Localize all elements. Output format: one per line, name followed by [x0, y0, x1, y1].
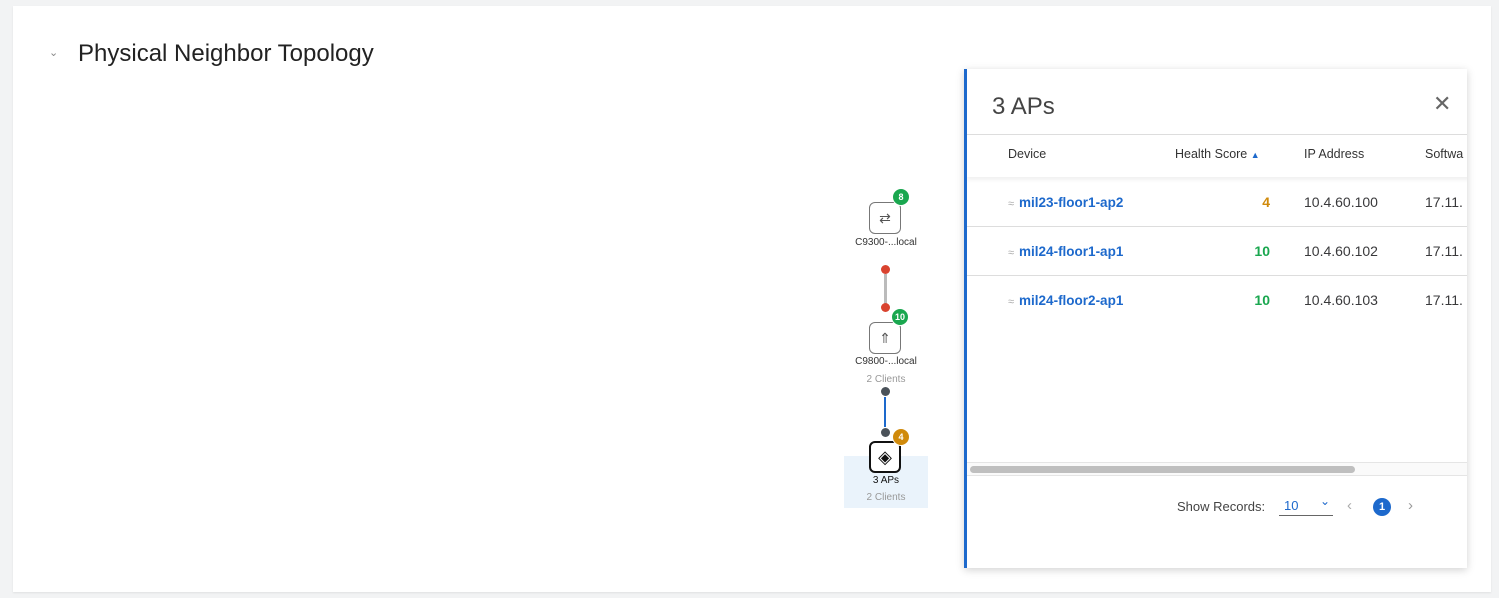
records-select[interactable]: 10 ⌄: [1279, 494, 1333, 516]
node-label: 3 APs: [872, 475, 900, 486]
table-row: ≈ mil23-floor1-ap2 4 10.4.60.100 17.11.: [967, 178, 1467, 227]
wireless-controller-icon[interactable]: ⇑: [869, 322, 901, 354]
column-label: Health Score: [1175, 147, 1248, 161]
wifi-icon[interactable]: ◈: [869, 441, 901, 473]
column-health-score[interactable]: Health Score ▲: [1175, 147, 1260, 161]
health-score: 4: [1262, 194, 1270, 210]
close-icon[interactable]: ✕: [1433, 91, 1452, 116]
device-cell: ≈ mil24-floor2-ap1: [1008, 292, 1123, 308]
chevron-down-icon[interactable]: ⌄: [49, 47, 59, 59]
switch-icon[interactable]: ⇄: [869, 202, 901, 234]
device-cell: ≈ mil24-floor1-ap1: [1008, 243, 1123, 259]
node-sublabel: 2 Clients: [866, 374, 906, 385]
device-link[interactable]: mil23-floor1-ap2: [1019, 195, 1124, 210]
health-badge: 4: [892, 428, 910, 446]
table-row: ≈ mil24-floor2-ap1 10 10.4.60.103 17.11.: [967, 276, 1467, 325]
device-link[interactable]: mil24-floor2-ap1: [1019, 293, 1124, 308]
ip-address: 10.4.60.103: [1304, 292, 1378, 308]
horizontal-scrollbar[interactable]: [967, 462, 1467, 476]
table-row: ≈ mil24-floor1-ap1 10 10.4.60.102 17.11.: [967, 227, 1467, 276]
table-header: Device Health Score ▲ IP Address Softwa: [967, 134, 1467, 177]
device-cell: ≈ mil23-floor1-ap2: [1008, 194, 1123, 210]
previous-page-icon[interactable]: ‹: [1347, 497, 1352, 514]
column-device[interactable]: Device: [1008, 147, 1047, 161]
column-ip-address[interactable]: IP Address: [1304, 147, 1365, 161]
column-software[interactable]: Softwa: [1425, 147, 1464, 161]
wifi-icon: ≈: [1008, 198, 1015, 210]
wifi-icon: ≈: [1008, 247, 1015, 259]
next-page-icon[interactable]: ›: [1408, 497, 1413, 514]
chevron-down-icon: ⌄: [1319, 494, 1330, 508]
records-value: 10: [1284, 498, 1299, 513]
health-badge: 8: [892, 188, 910, 206]
page-1-button[interactable]: 1: [1373, 498, 1391, 516]
node-sublabel: 2 Clients: [866, 492, 906, 503]
wifi-icon: ≈: [1008, 296, 1015, 308]
sort-ascending-icon: ▲: [1250, 150, 1260, 160]
section-title: Physical Neighbor Topology: [78, 40, 374, 67]
device-link[interactable]: mil24-floor1-ap1: [1019, 244, 1124, 259]
panel-title: 3 APs: [992, 93, 1055, 120]
software-version: 17.11.: [1425, 292, 1463, 308]
ip-address: 10.4.60.100: [1304, 194, 1378, 210]
node-label: C9800-...local: [855, 356, 917, 367]
ap-details-panel: 3 APs ✕ Device Health Score ▲ IP Address…: [964, 69, 1467, 568]
link-endpoint: [881, 265, 890, 274]
link-line: [884, 397, 886, 427]
node-label: C9300-...local: [855, 237, 917, 248]
link-line: [884, 274, 887, 304]
health-score: 10: [1254, 243, 1270, 259]
ip-address: 10.4.60.102: [1304, 243, 1378, 259]
show-records-label: Show Records:: [1177, 499, 1266, 514]
link-endpoint: [881, 428, 890, 437]
scrollbar-thumb[interactable]: [970, 466, 1355, 473]
health-badge: 10: [891, 308, 909, 326]
link-endpoint: [881, 303, 890, 312]
link-endpoint: [881, 387, 890, 396]
software-version: 17.11.: [1425, 243, 1463, 259]
health-score: 10: [1254, 292, 1270, 308]
software-version: 17.11.: [1425, 194, 1463, 210]
